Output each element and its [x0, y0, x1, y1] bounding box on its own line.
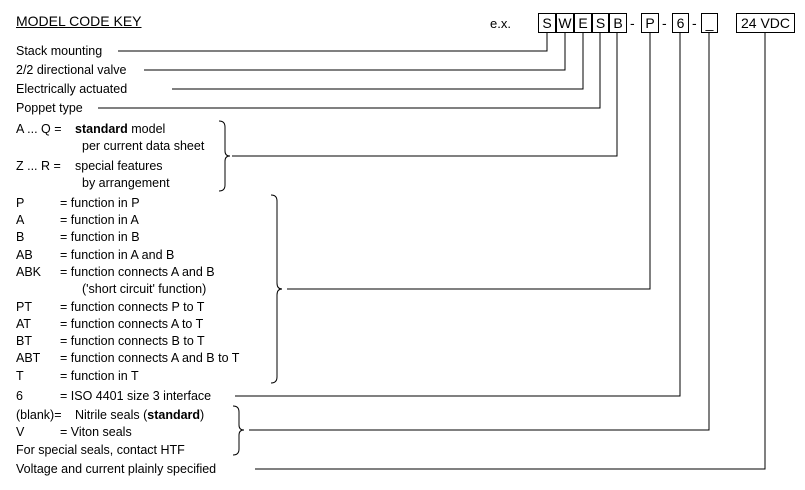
seals-blank-desc: Nitrile seals (standard) — [75, 408, 204, 423]
connector-poppet — [98, 33, 601, 109]
function-code: PT — [16, 300, 32, 314]
function-code: BT — [16, 334, 32, 348]
connector-valve — [144, 33, 566, 71]
code-dash-3: - — [692, 15, 697, 31]
function-desc: = function connects B to T — [60, 334, 205, 348]
seals-brace — [232, 405, 245, 456]
function-desc: = function connects A and B — [60, 265, 215, 279]
series-aq-bold: standard — [75, 122, 128, 136]
row-valve: 2/2 directional valve — [16, 63, 127, 77]
function-desc: = function in A and B — [60, 248, 175, 262]
function-desc: = function connects A to T — [60, 317, 204, 331]
example-label: e.x. — [490, 16, 511, 31]
function-desc: ('short circuit' function) — [82, 282, 207, 296]
series-zr-line1: special features — [75, 159, 163, 173]
function-desc: = function connects P to T — [60, 300, 205, 314]
function-desc: = function in P — [60, 196, 140, 210]
code-dash-2: - — [662, 15, 667, 31]
connector-seals — [249, 33, 710, 431]
series-aq-code: A ... Q = — [16, 122, 62, 136]
code-box-p: P — [641, 13, 659, 33]
seals-blank-end: ) — [200, 408, 205, 422]
connector-voltage — [255, 33, 766, 470]
function-code: ABT — [16, 351, 41, 365]
code-box-blank: _ — [701, 13, 718, 33]
code-box-b: B — [609, 13, 627, 33]
connector-series — [232, 33, 618, 157]
interface-desc: = ISO 4401 size 3 interface — [60, 389, 212, 403]
function-code: B — [16, 230, 25, 244]
function-code: AB — [16, 248, 33, 262]
page-title: MODEL CODE KEY — [16, 13, 142, 29]
code-box-s2: S — [592, 13, 609, 33]
function-desc: = function connects A and B to T — [60, 351, 240, 365]
connector-interface — [235, 33, 681, 397]
series-zr-line2: by arrangement — [82, 176, 170, 190]
interface-code: 6 — [16, 389, 23, 403]
code-box-w: W — [556, 13, 574, 33]
seals-blank-text: Nitrile seals ( — [75, 408, 148, 422]
code-box-s: S — [538, 13, 556, 33]
row-stack: Stack mounting — [16, 44, 103, 58]
series-brace — [218, 120, 231, 192]
seals-v-code: V — [16, 425, 25, 439]
connector-electric — [172, 33, 584, 90]
function-code: AT — [16, 317, 32, 331]
function-brace — [270, 194, 283, 384]
row-poppet: Poppet type — [16, 101, 83, 115]
series-zr-code: Z ... R = — [16, 159, 61, 173]
seals-v-desc: = Viton seals — [60, 425, 132, 439]
function-desc: = function in A — [60, 213, 139, 227]
function-code: A — [16, 213, 25, 227]
code-dash-1: - — [630, 15, 635, 31]
seals-special: For special seals, contact HTF — [16, 443, 185, 457]
connector-function — [287, 33, 651, 290]
code-box-e: E — [574, 13, 592, 33]
seals-blank-bold: standard — [147, 408, 201, 422]
connector-stack — [118, 33, 548, 52]
series-aq-line2: per current data sheet — [82, 139, 205, 153]
code-box-6: 6 — [672, 13, 689, 33]
series-aq-rest: model — [127, 122, 166, 136]
series-aq-desc: standard model — [75, 122, 165, 137]
code-box-voltage: 24 VDC — [736, 13, 795, 33]
function-desc: = function in T — [60, 369, 139, 383]
voltage-note: Voltage and current plainly specified — [16, 462, 217, 476]
row-electric: Electrically actuated — [16, 82, 128, 96]
function-code: P — [16, 196, 25, 210]
function-code: T — [16, 369, 24, 383]
function-code: ABK — [16, 265, 42, 279]
function-desc: = function in B — [60, 230, 140, 244]
seals-blank-code: (blank)= — [16, 408, 62, 422]
